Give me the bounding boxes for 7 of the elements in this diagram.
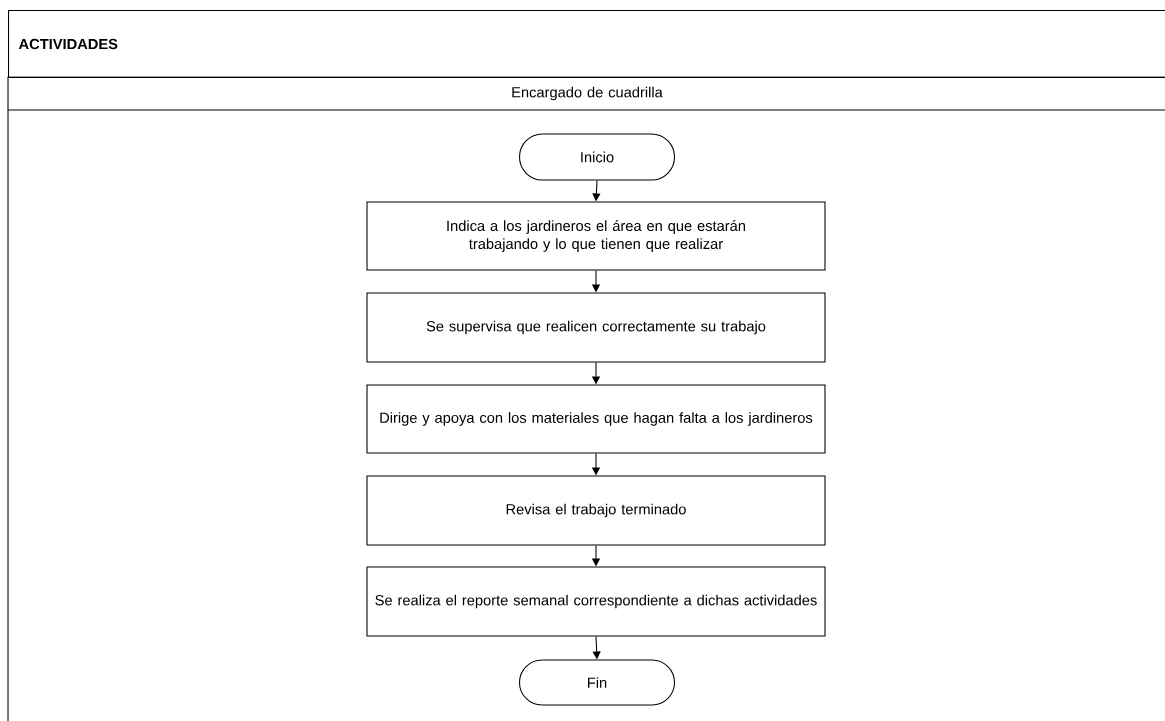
process-box: Indica a los jardineros el área en que estarán trabajando y lo que tienen que realizar bbox=[366, 201, 826, 271]
title-cell: ACTIVIDADES bbox=[8, 10, 1165, 79]
process-box: Revisa el trabajo terminado bbox=[366, 475, 826, 546]
process-box: Se realiza el reporte semanal correspondiente a dichas actividades bbox=[366, 566, 826, 637]
process-box: Se supervisa que realicen correctamente su trabajo bbox=[366, 292, 826, 363]
lane-header: Encargado de cuadrilla bbox=[7, 76, 1165, 111]
process-box: Dirige y apoya con los materiales que hagan falta a los jardineros bbox=[366, 384, 826, 454]
